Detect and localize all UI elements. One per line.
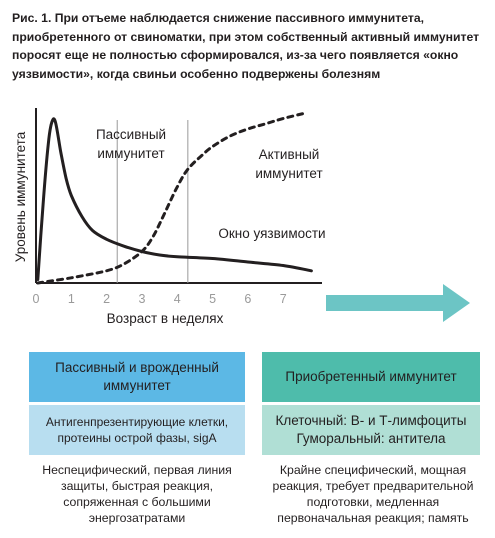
y-axis-label: Уровень иммунитета [13, 131, 28, 262]
acquired-desc-line: реакция, требует предварительной [272, 479, 474, 493]
acquired-immunity-description: Крайне специфический, мощная реакция, тр… [258, 462, 488, 526]
acquired-immunity-header: Приобретенный иммунитет [262, 352, 480, 402]
passive-immunity-components-text: Антигенпрезентирующие клетки, протеины о… [45, 415, 229, 445]
acquired-humoral-text: Гуморальный: антитела [296, 431, 446, 446]
passive-label-line1: Пассивный [96, 127, 166, 142]
active-label-line2: иммунитет [255, 166, 322, 181]
passive-immunity-curve [36, 117, 313, 281]
x-tick-label: 1 [68, 292, 75, 306]
passive-immunity-header: Пассивный и врожденный иммунитет [29, 352, 245, 402]
active-label-line1: Активный [259, 147, 320, 162]
passive-immunity-components: Антигенпрезентирующие клетки, протеины о… [29, 405, 245, 455]
acquired-desc-line: Крайне специфический, мощная [279, 463, 467, 477]
x-tick-label: 4 [174, 292, 181, 306]
x-tick-label: 2 [103, 292, 110, 306]
acquired-immunity-header-text: Приобретенный иммунитет [285, 369, 457, 384]
passive-immunity-description: Неспецифический, первая линия защиты, бы… [24, 462, 250, 526]
acquired-desc-line: первоначальная реакция; память [277, 511, 469, 525]
acquired-cellular-text: Клеточный: В- и Т-лимфоциты [275, 413, 467, 428]
figure-caption: Рис. 1. При отъеме наблюдается снижение … [12, 11, 480, 81]
passive-immunity-header-text: Пассивный и врожденный иммунитет [55, 360, 219, 393]
x-tick-label: 3 [138, 292, 145, 306]
time-arrow [326, 284, 470, 322]
acquired-desc-line: подготовки, медленная [306, 495, 440, 509]
passive-desc-line: Неспецифический, первая линия [42, 463, 232, 477]
passive-desc-line: энергозатратами [88, 511, 186, 525]
x-axis-label: Возраст в неделях [107, 311, 224, 326]
x-tick-label: 7 [280, 292, 287, 306]
x-tick-label: 0 [33, 292, 40, 306]
chart-axes [35, 108, 322, 284]
acquired-immunity-components: Клеточный: В- и Т-лимфоциты Гуморальный:… [262, 405, 480, 455]
passive-desc-line: защиты, быстрая реакция, [60, 479, 214, 493]
immunity-chart: 0 1 2 3 4 5 6 7 Уровень иммунитета Возраст в не… [13, 108, 470, 326]
passive-desc-line: сопряженная с большими [63, 495, 211, 509]
window-label: Окно уязвимости [218, 226, 325, 241]
x-tick-label: 6 [244, 292, 251, 306]
active-immunity-curve [36, 111, 306, 285]
x-tick-label: 5 [209, 292, 216, 306]
passive-label-line2: иммунитет [97, 146, 164, 161]
